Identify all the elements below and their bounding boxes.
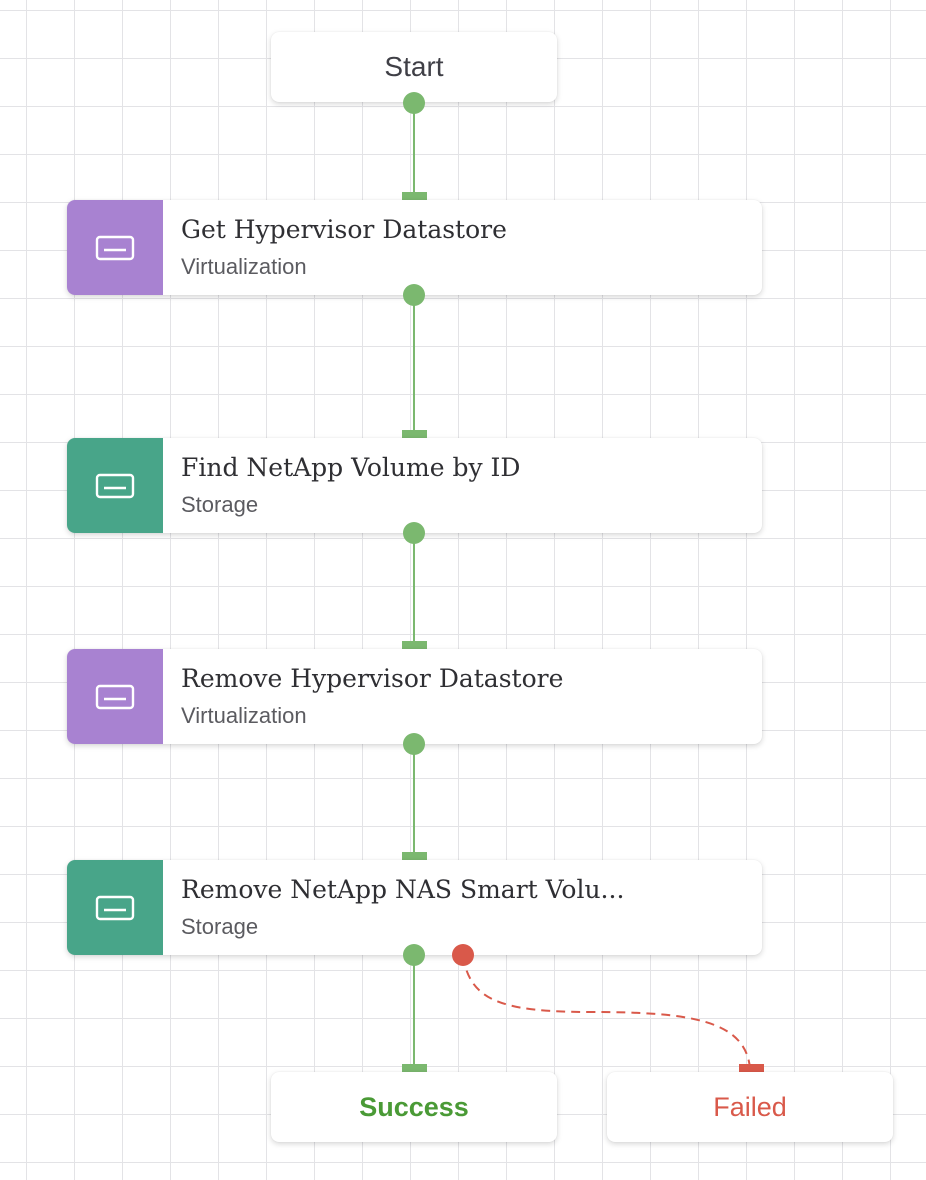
task-card-icon (95, 684, 135, 709)
input-stub-task2 (402, 430, 427, 438)
task-category: Storage (181, 914, 259, 940)
task-title: Get Hypervisor Datastore (181, 214, 507, 244)
task-node-get-hypervisor-datastore[interactable]: Get Hypervisor Datastore Virtualization (67, 200, 762, 295)
task-card-icon (95, 473, 135, 498)
task-node-remove-netapp-nas-smart-volume[interactable]: Remove NetApp NAS Smart Volu... Storage (67, 860, 762, 955)
task-node-find-netapp-volume[interactable]: Find NetApp Volume by ID Storage (67, 438, 762, 533)
task-category: Virtualization (181, 703, 307, 729)
task-title: Remove Hypervisor Datastore (181, 663, 564, 693)
connector-task4-to-failed[interactable] (462, 955, 751, 1069)
task-category: Virtualization (181, 254, 307, 280)
input-stub-failed (739, 1064, 764, 1072)
failed-label: Failed (713, 1091, 787, 1122)
task-card-icon (95, 235, 135, 260)
input-stub-task4 (402, 852, 427, 860)
input-stub-success (402, 1064, 427, 1072)
task-card-icon (95, 895, 135, 920)
start-label: Start (384, 51, 444, 82)
input-stub-task1 (402, 192, 427, 200)
success-node[interactable]: Success (271, 1072, 557, 1142)
task-category-band (67, 438, 163, 533)
task-category-band (67, 200, 163, 295)
task-category: Storage (181, 492, 259, 518)
input-stub-task3 (402, 641, 427, 649)
success-label: Success (359, 1091, 469, 1122)
task-node-remove-hypervisor-datastore[interactable]: Remove Hypervisor Datastore Virtualizati… (67, 649, 762, 744)
start-node[interactable]: Start (271, 32, 557, 102)
task-category-band (67, 860, 163, 955)
task-title: Remove NetApp NAS Smart Volu... (181, 874, 625, 904)
task-category-band (67, 649, 163, 744)
failed-node[interactable]: Failed (607, 1072, 893, 1142)
task-title: Find NetApp Volume by ID (181, 452, 521, 482)
